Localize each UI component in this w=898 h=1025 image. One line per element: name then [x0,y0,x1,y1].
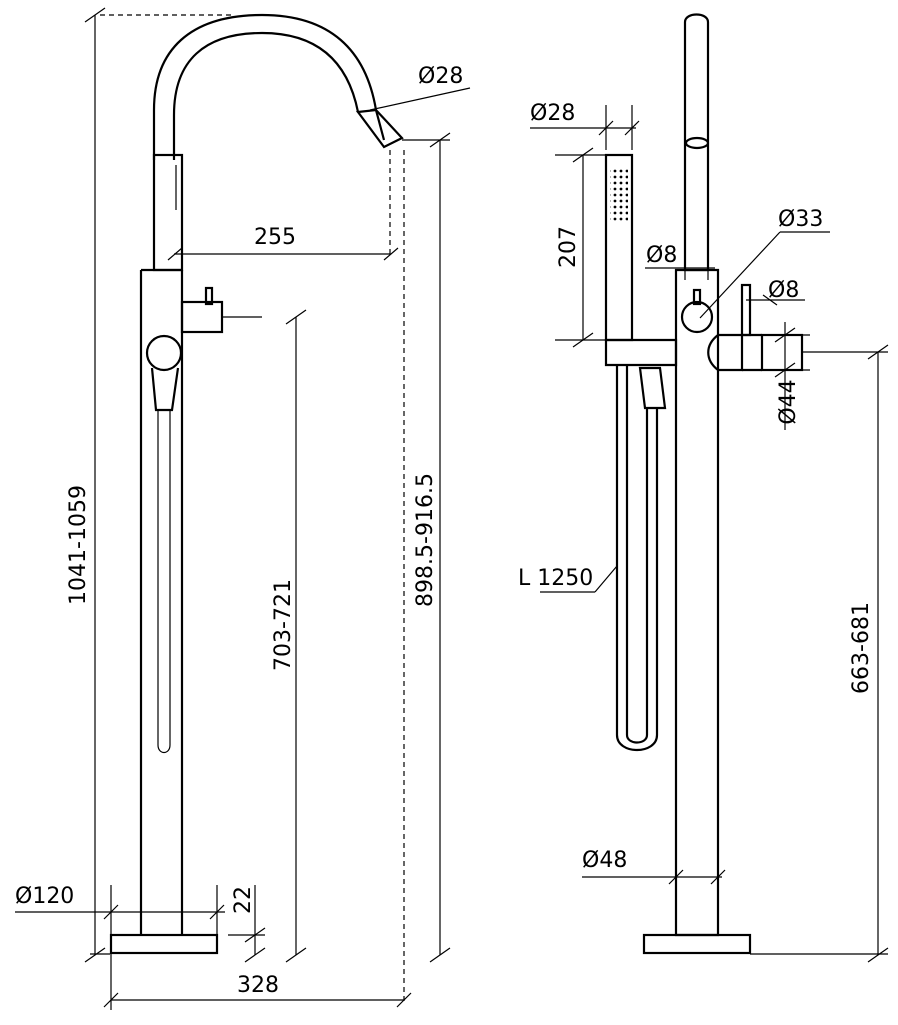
dim-handle-height-right: 663-681 [849,602,874,694]
dim-pin-diameter-2: Ø8 [768,278,799,303]
main-column [674,268,720,937]
base-left [109,933,219,955]
spout-outlet [684,136,710,150]
dim-spout-reach: 255 [254,225,296,250]
base-right [642,933,752,955]
dim-outlet-diameter: Ø33 [778,207,823,232]
hose-outer [615,365,659,751]
right-dimensions: Ø28 207 Ø8 Ø33 Ø8 Ø44 L 1250 [518,101,889,963]
dim-pin-diameter-1: Ø8 [646,243,677,268]
shower-face [610,168,628,223]
dim-base-thickness: 22 [231,886,256,914]
dim-handshower-length: 207 [556,226,581,268]
dim-hose-length: L 1250 [518,566,593,591]
dim-spout-diameter: Ø28 [418,64,463,89]
shower-holder [604,338,678,367]
hose-connector [638,366,667,410]
upper-column [683,13,710,272]
dim-handle-diameter: Ø44 [776,379,801,424]
dim-height-total: 1041-1059 [66,485,91,605]
spout-tip [355,108,404,149]
handle-lever [204,286,214,306]
handle-body [180,300,224,334]
hose-inner [625,365,649,744]
dim-overall-width: 328 [237,973,279,998]
handle-knob [760,333,804,372]
dim-handle-height: 703-721 [271,579,296,671]
handle-hub [707,333,744,372]
handle-lever-right [740,283,752,337]
spout-outer [152,13,386,160]
dim-spout-height: 898.5-916.5 [413,473,438,607]
dim-base-diameter: Ø120 [15,884,74,909]
right-faucet [604,13,804,955]
spout-inner [172,31,360,160]
dim-handshower-diameter: Ø28 [530,101,575,126]
handshower-left [152,153,184,272]
left-faucet [109,13,404,955]
column-left [139,270,184,935]
hose-left [157,410,171,754]
left-dimensions: 1041-1059 255 Ø28 898.5-916.5 703-721 Ø1… [15,7,471,1010]
outlet-circle [680,300,714,334]
dim-column-diameter: Ø48 [582,848,627,873]
holder-ball [145,334,183,372]
